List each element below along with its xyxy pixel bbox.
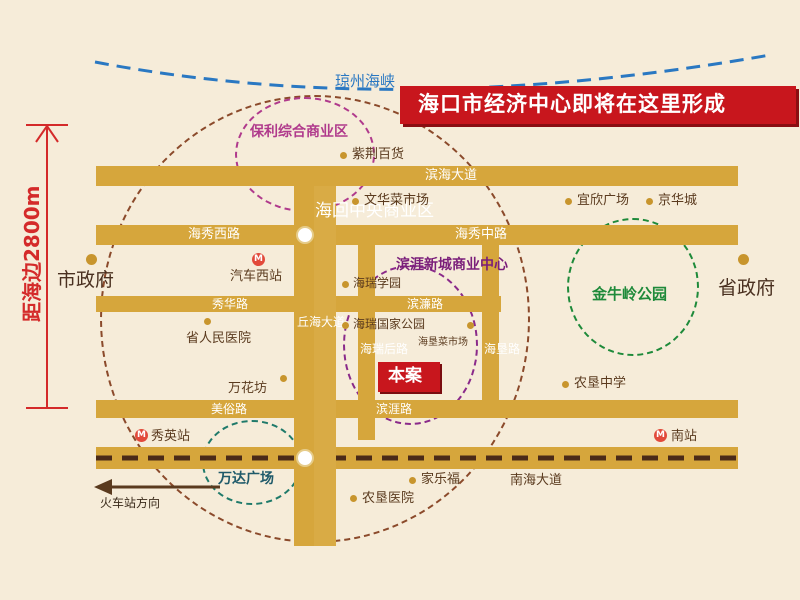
poi-shizhengfu: 市政府 (57, 269, 115, 291)
poi-nanzhan: 南站 (671, 429, 698, 444)
zone-binya-label: 滨涯新城商业中心 (396, 257, 508, 273)
poi-zijing: 紫荆百货 (352, 147, 405, 162)
poi-shengzhengfu: 省政府 (718, 277, 776, 299)
road-meisu (96, 400, 738, 418)
road-label-haixiu-middle: 海秀中路 (455, 227, 508, 242)
poi-dot-shengzhengfu (738, 254, 749, 265)
poi-dot-hairui-park (342, 322, 349, 329)
road-haixiu (96, 225, 738, 245)
distance-label: 距海边2800m (20, 185, 44, 322)
poi-nongken-hospital: 农垦医院 (362, 491, 415, 506)
metro-icon-xiuying: M (135, 429, 148, 442)
road-label-binya-road: 滨涯路 (376, 402, 413, 416)
poi-dot-wenhua (352, 198, 359, 205)
poi-hairui-school: 海瑞学园 (353, 276, 402, 290)
poi-dot-nongken-school (562, 381, 569, 388)
zone-wanda-label: 万达广场 (218, 471, 274, 487)
road-label-qiuhai: 丘海大道 (297, 315, 345, 329)
train-direction-arrow (94, 479, 220, 495)
metro-icon-nanzhan: M (654, 429, 667, 442)
road-label-xiuhua: 秀华路 (212, 297, 249, 311)
junction-railway (296, 449, 314, 467)
metro-icon-qichexi: M (252, 253, 265, 266)
road-haiken (482, 240, 499, 415)
road-label-hairui-hou: 海瑞后路 (360, 342, 409, 356)
project-label: 本案 (388, 366, 422, 386)
poi-xiuying: 秀英站 (151, 429, 191, 444)
road-haihui (314, 186, 336, 546)
zone-haihui-label: 海回中央商业区 (315, 201, 434, 221)
poi-qichexi: 汽车西站 (230, 269, 283, 284)
zone-poly-label: 保利综合商业区 (250, 124, 348, 140)
poi-dot-haiken-market (467, 322, 474, 329)
poi-jialefu: 家乐福 (421, 472, 461, 487)
sea-boundary-line (94, 53, 771, 91)
poi-wenhua: 文华菜市场 (364, 193, 430, 208)
road-label-haiken: 海垦路 (484, 342, 521, 356)
poi-dot-yixin (565, 198, 572, 205)
poi-dot-wanhua (280, 375, 287, 382)
road-label-meisu: 美俗路 (211, 402, 248, 416)
poi-dot-renmin (204, 318, 211, 325)
zone-jinniuling-label: 金牛岭公园 (592, 285, 668, 303)
junction-haixiu (296, 226, 314, 244)
poi-dot-jinghua (646, 198, 653, 205)
road-label-binyan: 滨濂路 (407, 297, 444, 311)
poi-nongken-school: 农垦中学 (574, 376, 627, 391)
poi-haiken-market: 海垦菜市场 (418, 337, 468, 348)
poi-yixin: 宜欣广场 (577, 193, 630, 208)
headline-banner: 海口市经济中心即将在这里形成 (400, 86, 796, 124)
project-marker[interactable]: 本案 (378, 362, 440, 392)
railway-dash (96, 455, 738, 461)
road-binhai (96, 166, 738, 186)
poi-wanhua: 万花坊 (228, 381, 268, 396)
road-label-haixiu-west: 海秀西路 (188, 227, 241, 242)
headline-text: 海口市经济中心即将在这里形成 (418, 92, 726, 116)
road-label-binhai: 滨海大道 (425, 168, 478, 183)
poi-dot-hairui-school (342, 281, 349, 288)
jinniuling-park-ring (567, 218, 699, 356)
poi-renmin: 省人民医院 (186, 331, 252, 346)
poi-dot-zijing (340, 152, 347, 159)
poi-dot-nongken-hospital (350, 495, 357, 502)
poi-hairui-park: 海瑞国家公园 (353, 317, 426, 331)
train-direction-label: 火车站方向 (100, 496, 161, 510)
road-hairui-hou (358, 240, 375, 440)
poi-jinghua: 京华城 (658, 193, 698, 208)
binya-zone-ring (343, 265, 478, 425)
road-label-nanhai: 南海大道 (510, 473, 563, 488)
poi-dot-jialefu (409, 477, 416, 484)
poi-dot-shizhengfu (86, 254, 97, 265)
strait-label: 琼州海峡 (335, 72, 396, 90)
